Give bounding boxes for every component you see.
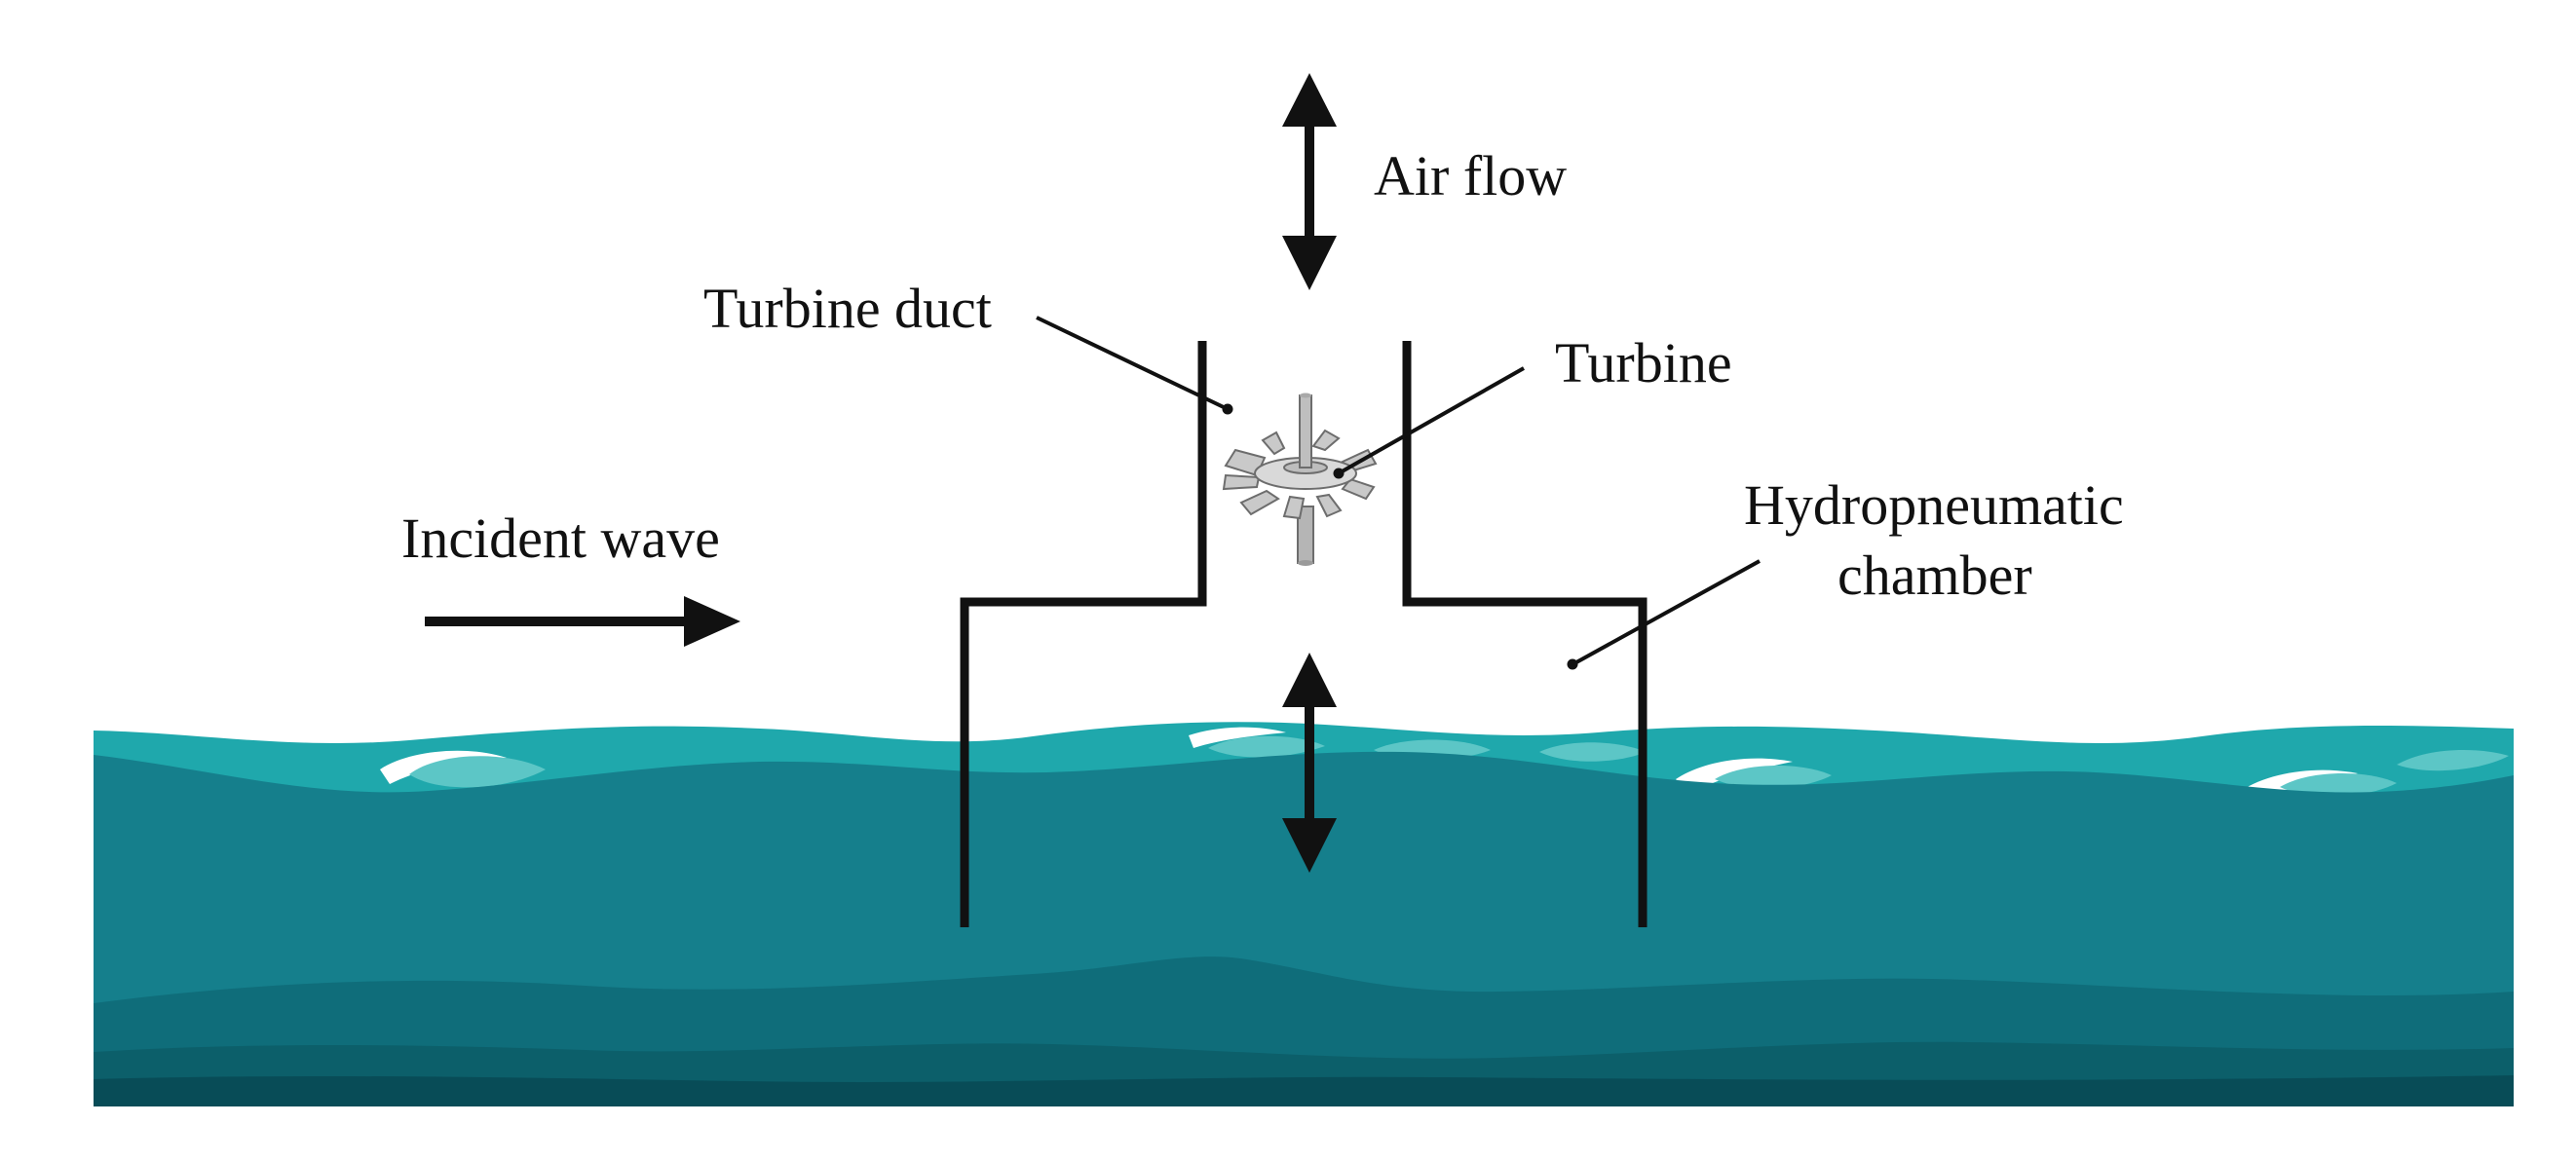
owc-structure [960,341,1648,927]
double-arrow-icon [1282,73,1337,290]
label-turbine: Turbine [1555,331,1732,394]
label-turbine-duct: Turbine duct [703,277,992,340]
chamber-right-wall [1402,341,1648,927]
leader-turbine [1338,366,1525,475]
leader-turbine-duct [1036,316,1229,411]
water-bottom [94,1075,2514,1106]
right-arrow-icon [425,596,740,647]
leader-hydropneumatic [1575,559,1761,664]
chamber-left-wall [960,341,1207,927]
leader-lines [1036,316,1761,664]
ocean [94,722,2514,1106]
turbine-icon [1222,393,1378,566]
label-incident-wave: Incident wave [401,506,720,570]
label-chamber: chamber [1837,544,2032,607]
label-air-flow: Air flow [1374,144,1567,207]
label-hydropneumatic: Hydropneumatic [1744,473,2124,537]
double-arrow-icon [1282,653,1337,873]
leader-dots [1222,403,1578,670]
